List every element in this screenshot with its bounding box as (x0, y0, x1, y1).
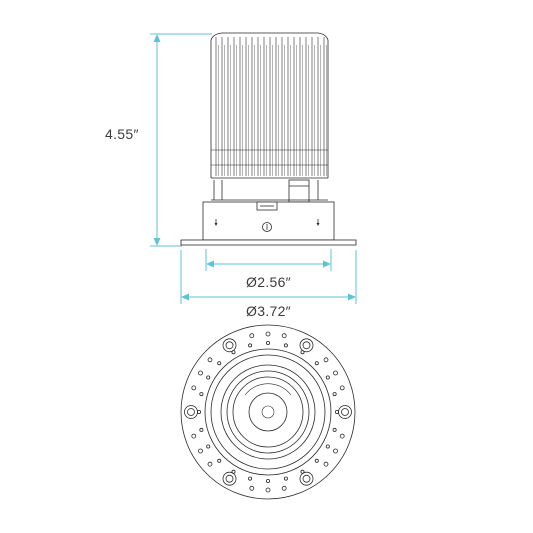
bolt-hole (184, 405, 198, 419)
adjust-screw (262, 222, 272, 232)
inner-hole (248, 476, 253, 481)
bolt-hole-inner (302, 474, 311, 483)
inner-hole (314, 361, 319, 366)
inner-hole (314, 458, 319, 463)
inner-hole (231, 469, 236, 474)
side-view (180, 32, 357, 246)
bolt-hole-inner (225, 474, 234, 483)
rim-hole (265, 331, 271, 337)
bolt-hole-inner (187, 408, 195, 416)
inner-hole (332, 392, 337, 397)
trim-flange (180, 239, 357, 246)
rim-hole (207, 357, 213, 363)
rim-hole (333, 448, 338, 454)
inner-hole (325, 444, 330, 449)
rim-hole (333, 370, 338, 376)
heat-sink-fins (215, 37, 327, 176)
rim-hole (339, 385, 345, 391)
outer-flange-ring (180, 324, 356, 500)
inner-hole (206, 375, 211, 380)
inner-hole (196, 409, 201, 414)
height-dimension (150, 33, 212, 247)
inner-trim-ring (204, 348, 332, 476)
inner-hole (199, 392, 204, 397)
reflector-outer (220, 364, 316, 460)
inner-diameter-label: Ø2.56″ (246, 274, 291, 290)
inner-hole (231, 350, 236, 355)
bolt-hole (299, 471, 314, 486)
rim-hole (207, 461, 213, 467)
rim-hole (198, 370, 203, 376)
inner-hole (265, 478, 270, 483)
inner-hole (334, 409, 339, 414)
rim-hole (198, 448, 203, 454)
outer-diameter-label: Ø3.72″ (246, 303, 291, 319)
outer-diameter-dimension (180, 250, 357, 304)
rim-hole (281, 485, 287, 491)
inner-diameter-dimension (205, 249, 332, 271)
housing (202, 201, 335, 241)
lens (248, 392, 288, 432)
inner-hole (300, 350, 305, 355)
bolt-hole (222, 471, 237, 486)
inner-hole (199, 427, 204, 432)
bottom-view (180, 324, 356, 500)
rim-hole (191, 433, 197, 439)
inner-hole (332, 427, 337, 432)
bolt-hole-inner (225, 341, 234, 350)
connector-box (288, 179, 310, 203)
inner-hole (248, 343, 253, 348)
rim-hole (323, 357, 329, 363)
inner-hole (283, 476, 288, 481)
bolt-hole-inner (302, 341, 311, 350)
rim-hole (323, 461, 329, 467)
inner-hole (206, 444, 211, 449)
heat-sink (210, 32, 329, 179)
rim-hole (249, 333, 255, 339)
inner-hole (300, 469, 305, 474)
inner-hole (217, 361, 222, 366)
rim-hole (281, 333, 287, 339)
bolt-hole-inner (341, 408, 349, 416)
rim-hole (191, 385, 197, 391)
rim-hole (249, 485, 255, 491)
height-label: 4.55″ (105, 126, 139, 142)
bolt-hole (222, 338, 237, 353)
inner-hole (265, 340, 270, 345)
rim-hole (339, 433, 345, 439)
bolt-hole (299, 338, 314, 353)
inner-hole (283, 343, 288, 348)
rim-hole (265, 487, 271, 493)
bolt-hole (338, 405, 352, 419)
inner-hole (217, 458, 222, 463)
inner-hole (325, 375, 330, 380)
mounting-holes (184, 331, 352, 493)
